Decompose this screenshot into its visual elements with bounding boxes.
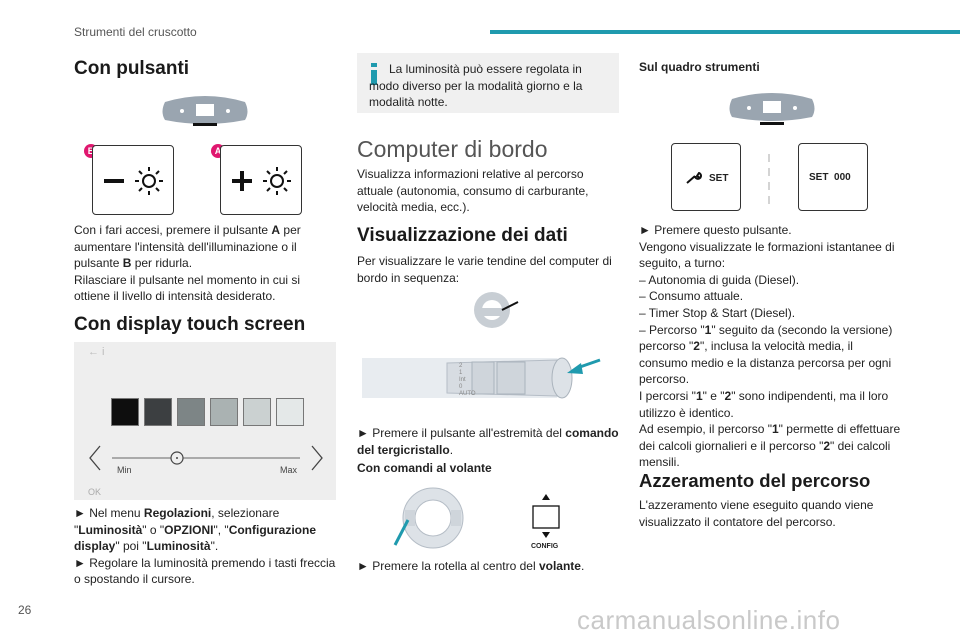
brightness-swatch-1 [111, 398, 139, 426]
stalk-positions: 2 1 Int 0 AUTO [459, 363, 476, 397]
paragraph-computer: Visualizza informazioni relative al perc… [357, 167, 589, 215]
paragraph-azzeramento: L'azzeramento viene eseguito quando vien… [639, 498, 874, 529]
brightness-swatch-6 [276, 398, 304, 426]
divider-dashed [768, 154, 770, 204]
plus-brightness-icon [232, 167, 291, 195]
paragraph-quadro: ► Premere questo pulsante. Vengono visua… [639, 223, 901, 470]
brightness-swatch-2 [144, 398, 172, 426]
page-number: 26 [18, 603, 32, 617]
heading-quadro: Sul quadro strumenti [639, 60, 760, 74]
dashboard-icon [162, 96, 248, 126]
arrow-right-icon [311, 445, 323, 471]
info-note-text: La luminosità può essere regolata in mod… [369, 62, 583, 110]
heading-azzeramento: Azzeramento del percorso [639, 470, 871, 491]
touch-ok-label: OK [88, 487, 102, 497]
info-note-box: La luminosità può essere regolata in mod… [357, 53, 619, 113]
paragraph-touch: ► Nel menu Regolazioni, selezionare "Lum… [74, 506, 336, 587]
arrow-left-icon [89, 445, 101, 471]
slider-min-label: Min [117, 465, 132, 475]
minus-brightness-icon [104, 167, 163, 195]
paragraph-buttons: Con i fari accesi, premere il pulsante A… [74, 223, 301, 304]
heading-volante: Con comandi al volante [357, 461, 492, 475]
brightness-slider [89, 445, 323, 471]
brightness-swatch-5 [243, 398, 271, 426]
paragraph-dati: Per visualizzare le varie tendine del co… [357, 254, 612, 285]
wrench-icon [686, 172, 702, 184]
instrument-panel-icon [729, 93, 815, 125]
set-display-illustration: SET 000 [798, 143, 868, 211]
steering-wheel-icon [474, 292, 519, 328]
info-icon [371, 63, 377, 85]
config-button-icon [532, 494, 560, 538]
brighten-button-a [220, 145, 302, 215]
brightness-swatch-3 [177, 398, 205, 426]
set-display-label: SET 000 [809, 172, 851, 183]
heading-computer: Computer di bordo [357, 136, 548, 162]
set-label: SET [709, 173, 729, 184]
set-button-illustration: SET [671, 143, 741, 211]
slider-max-label: Max [280, 465, 298, 475]
header-accent-bar [490, 30, 960, 34]
heading-dati: Visualizzazione dei dati [357, 225, 568, 246]
wiper-stalk-illustration [362, 357, 601, 399]
touch-back-label: ← i [88, 346, 105, 358]
heading-buttons: Con pulsanti [74, 58, 190, 79]
dim-button-b [92, 145, 174, 215]
heading-touch-screen: Con display touch screen [74, 314, 306, 335]
section-header: Strumenti del cruscotto [74, 25, 197, 39]
paragraph-volante: ► Premere la rotella al centro del volan… [357, 559, 585, 573]
paragraph-stalk: ► Premere il pulsante all'estremità del … [357, 426, 619, 457]
steering-controls-illustration [393, 487, 464, 549]
watermark: carmanualsonline.info [577, 605, 841, 635]
brightness-swatch-4 [210, 398, 238, 426]
config-label: CONFIG [531, 543, 559, 550]
